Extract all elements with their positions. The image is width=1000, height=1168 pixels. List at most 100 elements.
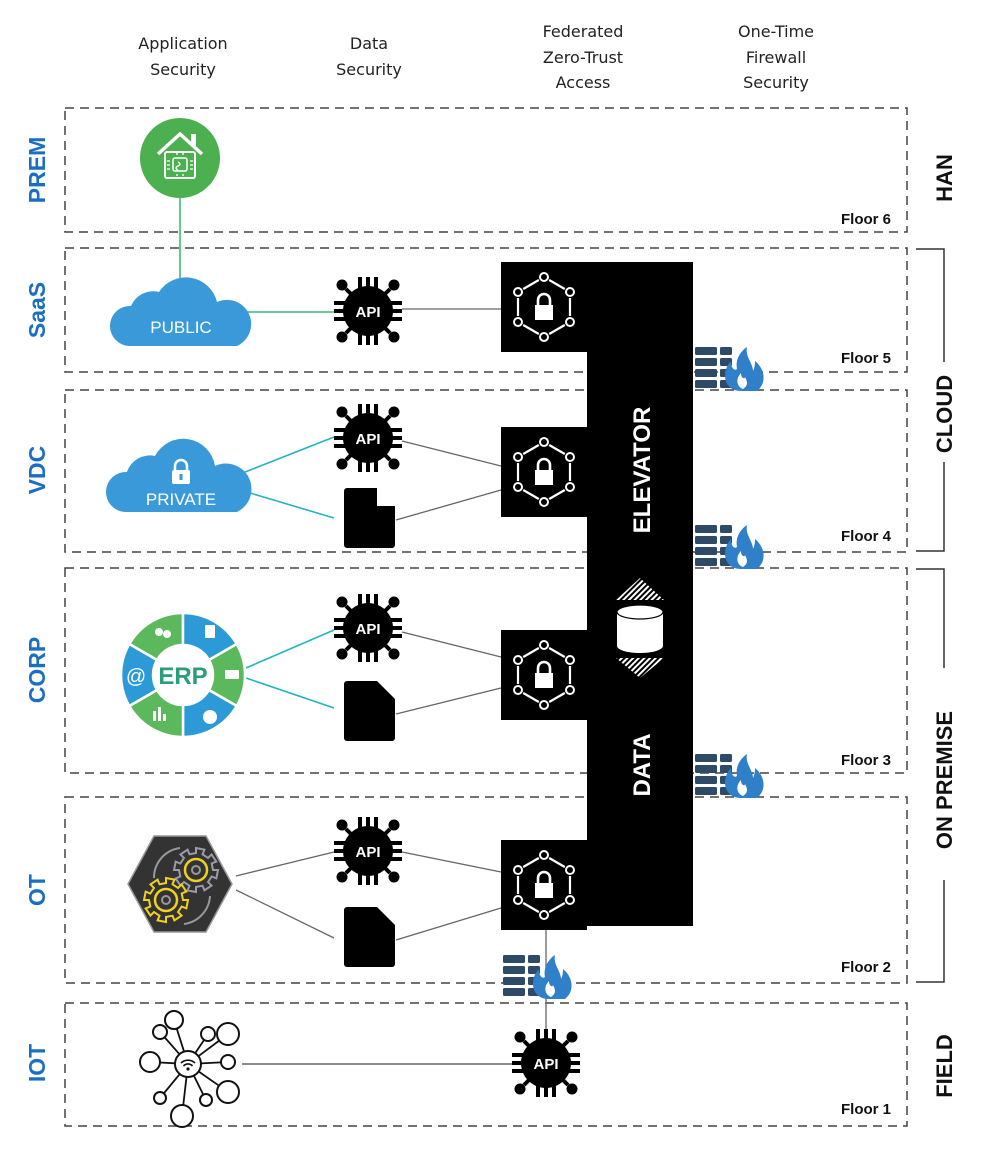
floor-label: Floor 2 [841, 959, 891, 976]
chip-lead [558, 1039, 570, 1051]
network-link [175, 1028, 185, 1052]
network-node [539, 332, 549, 342]
network-node [564, 287, 575, 297]
link-private-cloud-to-file [239, 489, 335, 519]
chip-pin [374, 873, 378, 885]
chip-body [343, 413, 393, 463]
elevator-data-label: DATA [629, 733, 656, 796]
data-elevator: ELEVATOR DATA [587, 262, 693, 926]
network-edge [548, 902, 566, 913]
api-chip-icon[interactable]: API [334, 277, 402, 345]
cylinder-top [616, 604, 664, 620]
zero-trust-lock-icon[interactable] [501, 840, 587, 930]
column-header-application-security: Application Security [138, 34, 227, 79]
connection-lines [179, 195, 547, 1065]
chip-lead [380, 827, 392, 839]
firewall-icon[interactable] [695, 525, 764, 569]
smart-home-icon[interactable] [140, 118, 220, 198]
api-label: API [355, 431, 380, 448]
chip-graphic [512, 1029, 580, 1097]
chip-pin [512, 1053, 524, 1057]
wifi-icon [180, 1059, 196, 1067]
chip-pin [390, 618, 402, 622]
chip-lead-node [388, 871, 400, 883]
chip-lead-node [336, 871, 348, 883]
column-header-line: Security [336, 60, 402, 79]
chip-lead-node [388, 458, 400, 470]
link-api-to-zerotrust [401, 851, 502, 873]
chip-lead [344, 287, 356, 299]
network-node [220, 1054, 236, 1070]
chip-pin [358, 650, 362, 662]
network-node [513, 655, 524, 665]
column-header-line: Security [150, 60, 216, 79]
firewall-icon[interactable] [695, 754, 764, 798]
api-chip-icon[interactable]: API [512, 1029, 580, 1097]
gear-icon [172, 846, 220, 894]
chip-lead [558, 1075, 570, 1087]
chip-lead-node [514, 1031, 526, 1043]
chip-lead-node [514, 1083, 526, 1095]
chip-graphic [334, 277, 402, 345]
truck-icon [225, 670, 239, 679]
chip-pin [374, 594, 378, 606]
chip-pin [358, 873, 362, 885]
chip-lead [380, 414, 392, 426]
api-chip-icon[interactable]: API [334, 594, 402, 662]
gears-icon[interactable] [127, 835, 233, 933]
api-chip-icon[interactable]: API [334, 817, 402, 885]
chip-graphic [334, 404, 402, 472]
chip-pin [568, 1053, 580, 1057]
column-header-line: Security [743, 73, 809, 92]
iot-network-icon[interactable] [139, 1010, 240, 1128]
chip-pin [374, 277, 378, 289]
zero-trust-lock-icon[interactable] [501, 427, 587, 517]
chip-pin [390, 634, 402, 638]
chip-lead-node [336, 331, 348, 343]
chip-pin [390, 857, 402, 861]
public-cloud-icon[interactable]: PUBLIC [109, 277, 252, 346]
chip-pin [390, 626, 402, 630]
cloud-label: PUBLIC [150, 318, 211, 337]
network-node [539, 437, 549, 447]
chip-pin [568, 1061, 580, 1065]
network-edge [548, 279, 566, 290]
chip-pin [358, 594, 362, 606]
api-chip-icon[interactable]: API [334, 404, 402, 472]
firewall-icon[interactable] [695, 347, 764, 391]
network-node [153, 1091, 167, 1105]
file-icon[interactable] [344, 488, 395, 548]
zone-label-saas: SaaS [24, 282, 50, 338]
erp-icon[interactable]: ERP @ [119, 611, 247, 739]
group-label-field: FIELD [932, 1034, 957, 1098]
firewall-icon[interactable] [503, 955, 572, 999]
floor-label: Floor 4 [841, 528, 892, 545]
brick [503, 977, 525, 985]
api-label: API [355, 844, 380, 861]
network-node [539, 850, 549, 860]
zero-trust-lock-icon[interactable] [501, 262, 587, 352]
network-node [200, 1026, 216, 1042]
chip-pin [366, 594, 370, 606]
network-edge [548, 857, 566, 868]
file-icon[interactable] [344, 681, 395, 741]
chip-pin [390, 309, 402, 313]
brick [720, 525, 732, 533]
bracket-on-premise-top [916, 568, 945, 668]
network-node [564, 685, 575, 695]
file-icon[interactable] [344, 907, 395, 967]
calculator-icon [205, 625, 215, 638]
network-edge [548, 647, 566, 658]
brick [503, 955, 525, 963]
chip-lead-node [388, 406, 400, 418]
gear-hub [161, 895, 171, 905]
chip-pin [334, 849, 346, 853]
chip-lead [380, 863, 392, 875]
private-cloud-icon[interactable]: PRIVATE [105, 438, 252, 512]
chip-pin [552, 1085, 556, 1097]
chip-pin [334, 618, 346, 622]
chip-lead [344, 640, 356, 652]
network-node [564, 317, 575, 327]
zero-trust-lock-icon[interactable] [501, 630, 587, 720]
chip-pin [334, 626, 346, 630]
